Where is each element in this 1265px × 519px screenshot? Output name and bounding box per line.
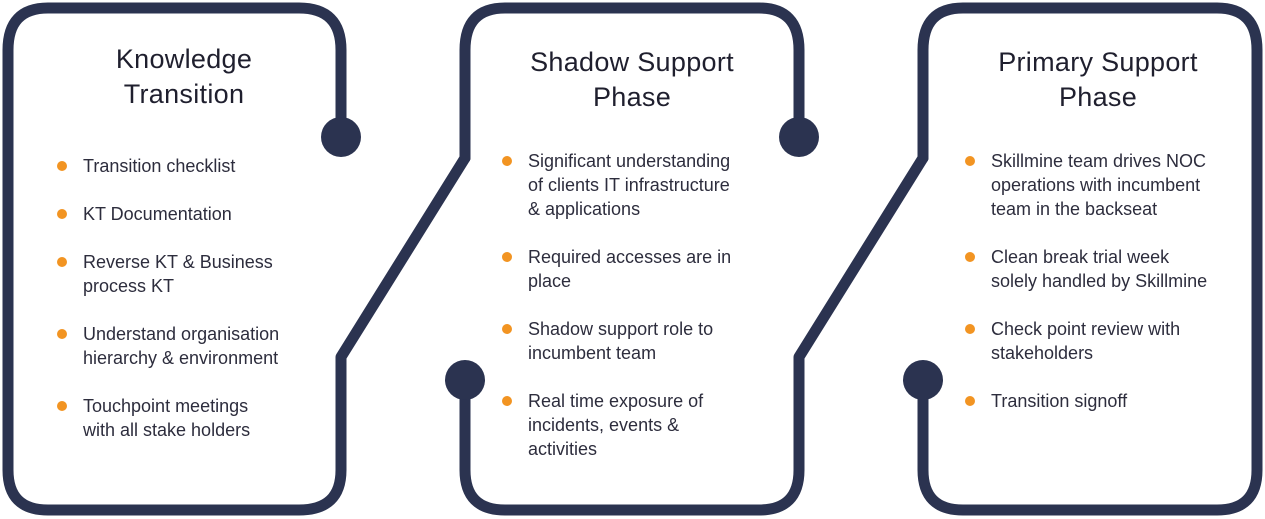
list-item: Transition signoff (965, 389, 1250, 413)
card-1-frame (2, 2, 471, 516)
phase-1-list: Transition checklist KT Documentation Re… (57, 154, 327, 466)
list-item: KT Documentation (57, 202, 327, 226)
bullet-icon (965, 252, 975, 262)
card-3-frame (917, 2, 1263, 516)
phase-2-title: Shadow Support Phase (530, 47, 734, 112)
bullet-icon (502, 396, 512, 406)
phase-3-title: Primary Support Phase (998, 47, 1198, 112)
bullet-icon (965, 156, 975, 166)
connector-dot-2 (779, 117, 819, 157)
list-item: Transition checklist (57, 154, 327, 178)
bullet-icon (57, 401, 67, 411)
connector-dot-4 (903, 360, 943, 400)
bullet-icon (502, 324, 512, 334)
bullet-icon (965, 324, 975, 334)
connector-dot-1 (321, 117, 361, 157)
card-2-frame (459, 152, 929, 516)
bullet-icon (57, 329, 67, 339)
bullet-icon (502, 252, 512, 262)
bullet-icon (965, 396, 975, 406)
connector-dot-3 (445, 360, 485, 400)
bullet-icon (57, 161, 67, 171)
bullet-icon (57, 209, 67, 219)
card-2-top-frame (459, 2, 805, 164)
phase-1-title: Knowledge Transition (115, 44, 253, 109)
bullet-icon (502, 156, 512, 166)
bullet-icon (57, 257, 67, 267)
